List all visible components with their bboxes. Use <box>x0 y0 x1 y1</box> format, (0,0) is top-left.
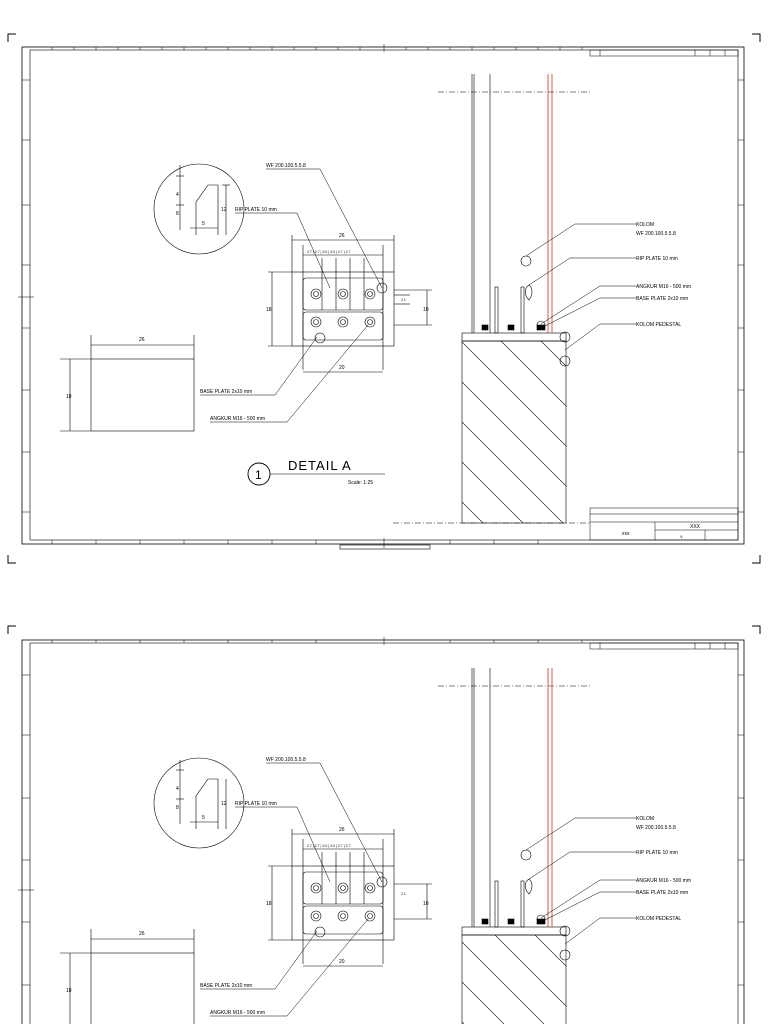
dim-plan-18: 18 <box>266 307 272 313</box>
title-block-bottom <box>589 507 739 541</box>
dim-circle-12: 12 <box>221 207 227 213</box>
dim-circle-8: 8 <box>176 805 179 811</box>
label-kolom: KOLOM <box>636 222 654 228</box>
label-base-plate: BASE PLATE 2x10 mm <box>636 890 688 896</box>
sheet-1: xxx XXX X 4 8 12 5 WF 200.100.5.5.8 RIP … <box>7 33 761 564</box>
dim-circle-4: 4 <box>176 192 179 198</box>
callout-wf: WF 200.100.5.5.8 <box>266 757 306 763</box>
detail-title: DETAIL A <box>288 458 352 473</box>
corner-mark <box>7 625 16 634</box>
rib-plate-circle-detail <box>153 163 245 255</box>
label-pedestal: KOLOM PEDESTAL <box>636 322 681 328</box>
label-pedestal: KOLOM PEDESTAL <box>636 916 681 922</box>
callout-anchor: ANGKUR M16 - 500 mm <box>210 1010 265 1016</box>
dim-rect-26: 26 <box>139 931 145 937</box>
dim-rect-18: 18 <box>66 988 72 994</box>
dim-plan-18: 18 <box>266 901 272 907</box>
dim-rect-18: 18 <box>66 394 72 400</box>
corner-mark <box>752 33 761 42</box>
right-leaders <box>525 223 636 351</box>
callout-rib: RIP PLATE 10 mm <box>235 207 277 213</box>
callout-wf: WF 200.100.5.5.8 <box>266 163 306 169</box>
column-red-lines <box>547 74 553 333</box>
title-block-top <box>589 642 739 650</box>
dim-plan-sub: 2.7 | 2.7 | 3.0 | 3.0 | 2.7 | 2.7 <box>307 250 351 254</box>
outer-frame <box>21 639 745 1024</box>
column-elevation <box>438 668 590 1024</box>
label-angkur: ANGKUR M16 - 500 mm <box>636 878 691 884</box>
base-plate-plan <box>268 829 432 967</box>
dim-circle-12: 12 <box>221 801 227 807</box>
dim-circle-5: 5 <box>202 221 205 227</box>
inner-frame <box>29 49 739 541</box>
outer-frame <box>21 46 745 545</box>
sheet-2: 4 8 12 5 WF 200.100.5.5.8 RIP PLATE 10 m… <box>7 625 761 1024</box>
label-kolom: KOLOM <box>636 816 654 822</box>
title-block-text-1: xxx <box>622 531 630 537</box>
inner-frame <box>29 642 739 1024</box>
callout-base: BASE PLATE 2x10 mm <box>200 983 252 989</box>
dim-circle-4: 4 <box>176 786 179 792</box>
dim-rect-26: 26 <box>139 337 145 343</box>
label-rip-plate: RIP PLATE 10 mm <box>636 256 678 262</box>
corner-mark <box>7 33 16 42</box>
callout-rib: RIP PLATE 10 mm <box>235 801 277 807</box>
corner-mark <box>752 625 761 634</box>
title-block-top <box>589 49 739 57</box>
dim-circle-8: 8 <box>176 211 179 217</box>
label-base-plate: BASE PLATE 2x10 mm <box>636 296 688 302</box>
dim-circle-5: 5 <box>202 815 205 821</box>
dim-plan-21: 2.1 <box>401 892 406 896</box>
label-angkur: ANGKUR M16 - 500 mm <box>636 284 691 290</box>
base-plate-plan <box>268 235 432 373</box>
title-block-text-2: XXX <box>690 524 701 530</box>
dim-plan-21: 2.1 <box>401 298 406 302</box>
dim-plan-26: 26 <box>339 233 345 239</box>
right-leaders <box>525 817 636 945</box>
corner-mark <box>7 555 16 564</box>
dim-plan-sub: 2.7 | 2.7 | 3.0 | 3.0 | 2.7 | 2.7 <box>307 844 351 848</box>
corner-mark <box>752 555 761 564</box>
rib-plate-circle-detail <box>153 757 245 849</box>
frame-ticks <box>18 637 744 986</box>
dim-plan-10: 10 <box>423 307 429 313</box>
detail-number: 1 <box>255 468 262 482</box>
bottom-scale-bar <box>339 544 431 550</box>
callout-base: BASE PLATE 2x10 mm <box>200 389 252 395</box>
dim-plan-26: 26 <box>339 827 345 833</box>
column-red-lines <box>547 668 553 927</box>
frame-ticks <box>18 44 744 548</box>
dim-plan-10: 10 <box>423 901 429 907</box>
dim-plan-20: 20 <box>339 959 345 965</box>
column-elevation <box>393 74 590 524</box>
label-kolom-wf: WF 200.100.5.5.8 <box>636 231 676 237</box>
detail-scale: Scale: 1:25 <box>348 480 373 486</box>
title-block-text-3: X <box>680 534 683 539</box>
label-kolom-wf: WF 200.100.5.5.8 <box>636 825 676 831</box>
pedestal-section-rect <box>60 335 195 432</box>
pedestal-section-rect <box>60 929 195 1024</box>
dim-plan-20: 20 <box>339 365 345 371</box>
callout-anchor: ANGKUR M16 - 500 mm <box>210 416 265 422</box>
label-rip-plate: RIP PLATE 10 mm <box>636 850 678 856</box>
